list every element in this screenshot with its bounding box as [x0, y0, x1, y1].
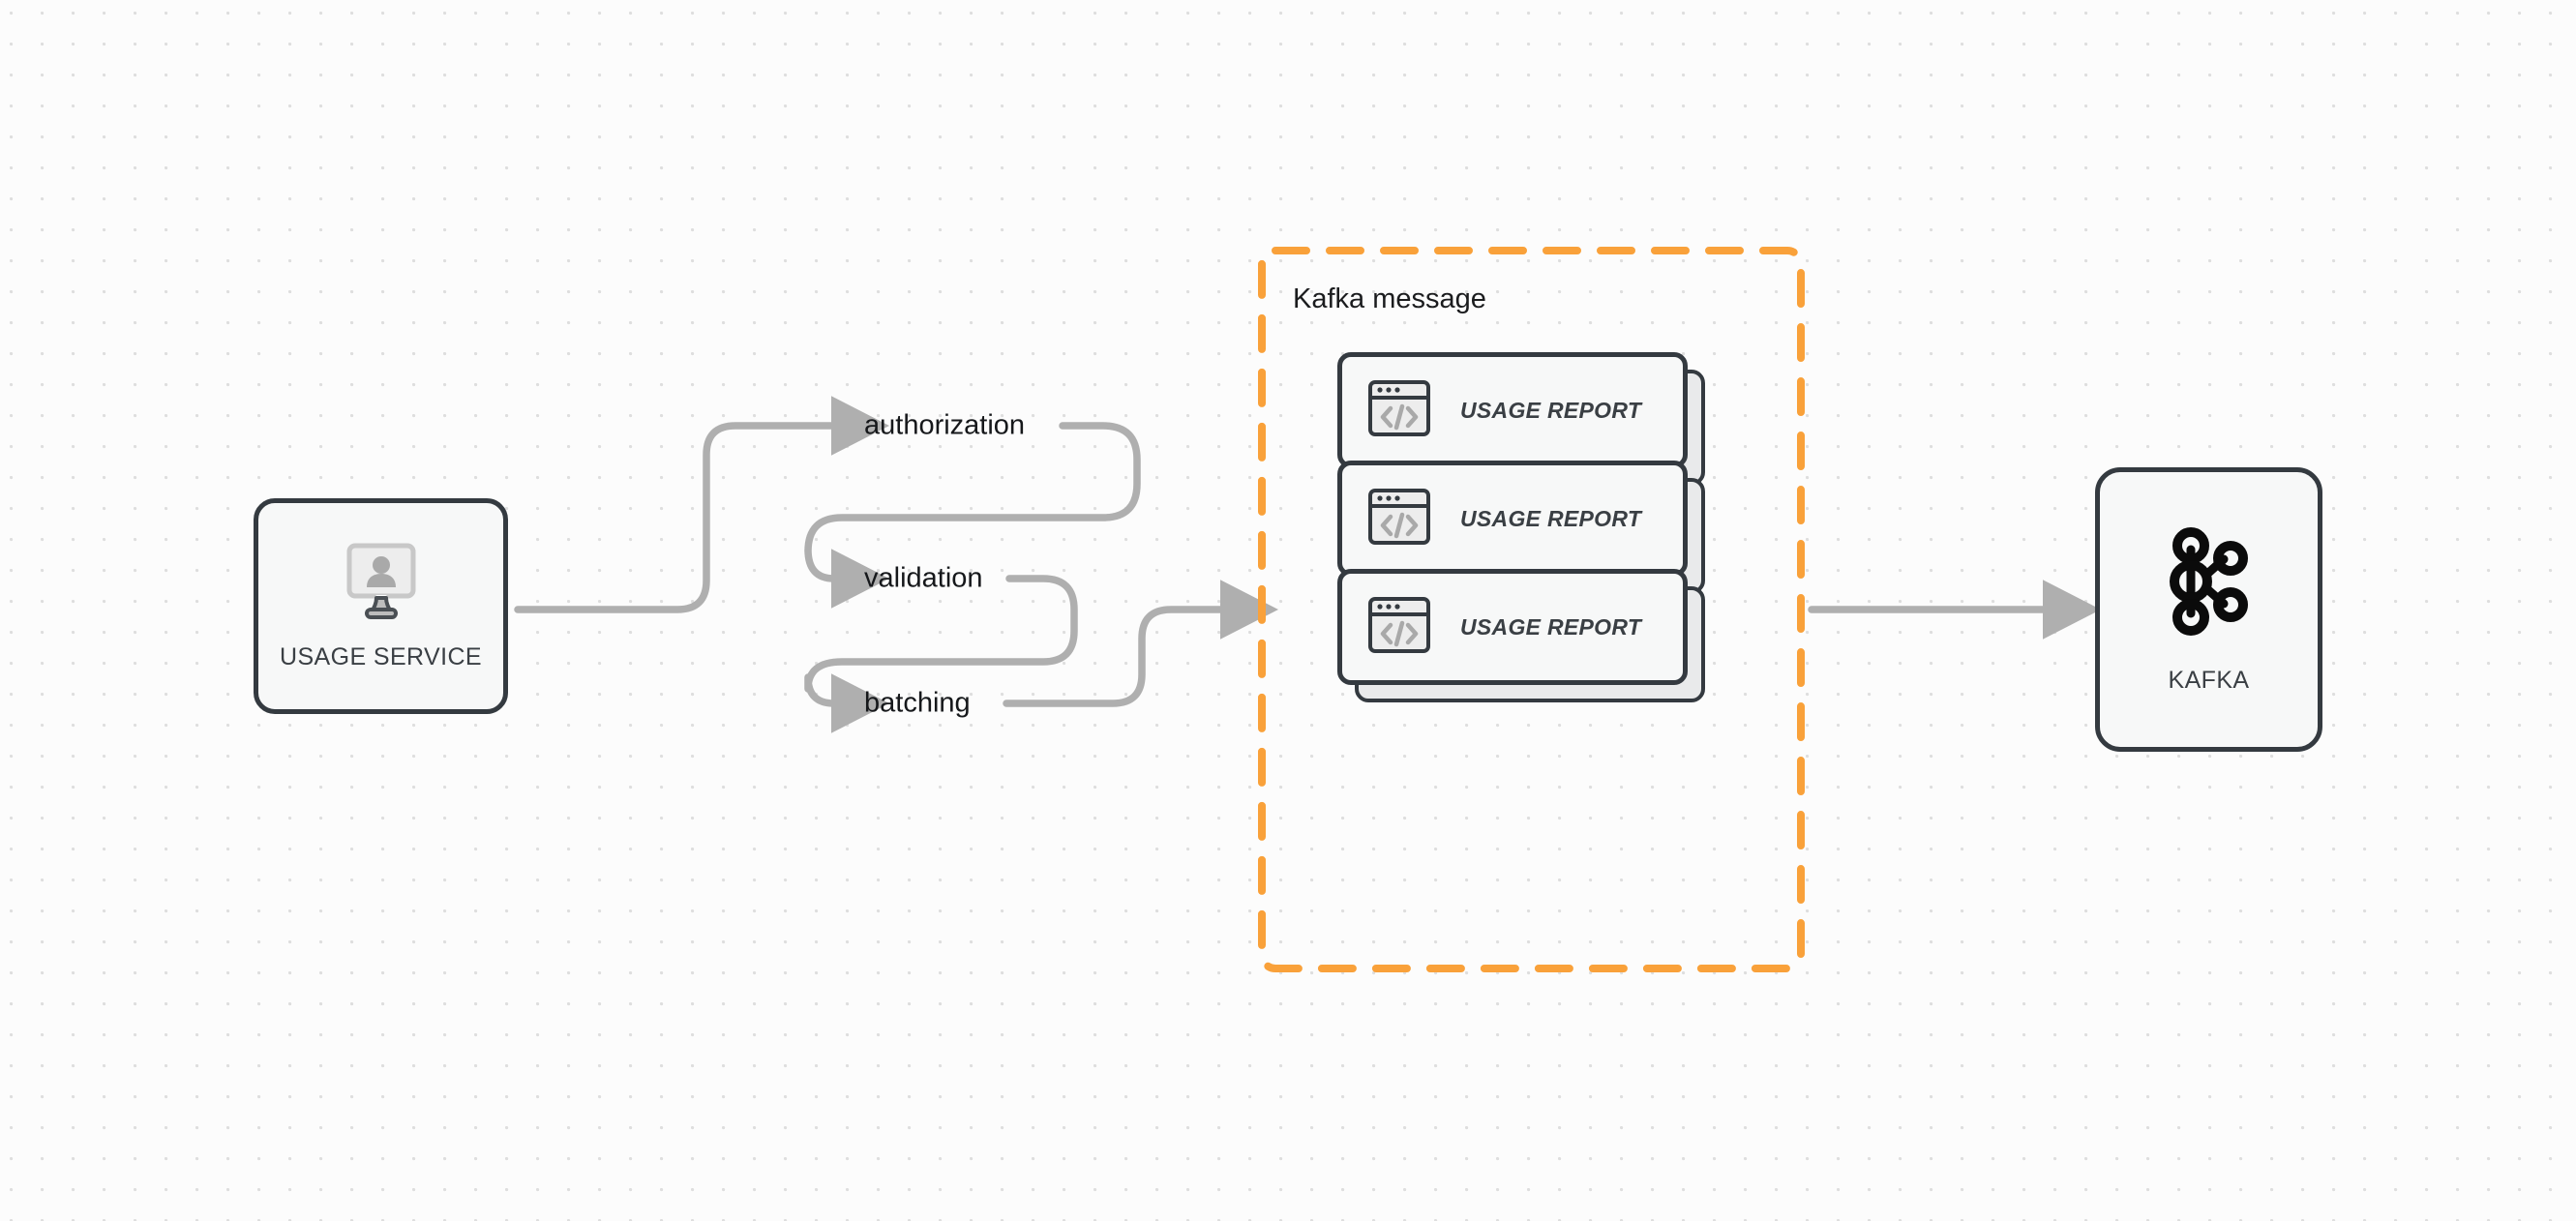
node-usage-service[interactable]: USAGE SERVICE	[254, 498, 508, 714]
connector-usage-service-to-authorization	[514, 396, 889, 613]
kafka-logo-icon	[2163, 524, 2256, 643]
flow-step-validation: validation	[864, 562, 983, 594]
code-window-icon	[1367, 376, 1431, 445]
node-usage-service-label: USAGE SERVICE	[280, 642, 482, 670]
usage-report-card[interactable]: USAGE REPORT	[1337, 569, 1705, 704]
monitor-user-icon	[340, 542, 423, 628]
node-kafka[interactable]: KAFKA	[2095, 467, 2322, 752]
usage-report-card-label: USAGE REPORT	[1460, 505, 1642, 531]
kafka-message-title: Kafka message	[1293, 283, 1486, 314]
usage-report-card-label: USAGE REPORT	[1460, 397, 1642, 423]
usage-report-card-label: USAGE REPORT	[1460, 613, 1642, 640]
flow-step-batching: batching	[864, 687, 971, 719]
usage-report-card-front[interactable]: USAGE REPORT	[1337, 569, 1688, 685]
usage-report-card-front[interactable]: USAGE REPORT	[1337, 461, 1688, 577]
connector-validation-to-batching	[804, 575, 1078, 733]
usage-report-card-front[interactable]: USAGE REPORT	[1337, 352, 1688, 468]
node-kafka-label: KAFKA	[2168, 667, 2250, 694]
connector-batching-to-kafka-message	[1003, 580, 1278, 707]
code-window-icon	[1367, 485, 1431, 553]
flow-step-authorization: authorization	[864, 409, 1026, 441]
connector-authorization-to-validation	[804, 422, 1141, 609]
code-window-icon	[1367, 593, 1431, 662]
